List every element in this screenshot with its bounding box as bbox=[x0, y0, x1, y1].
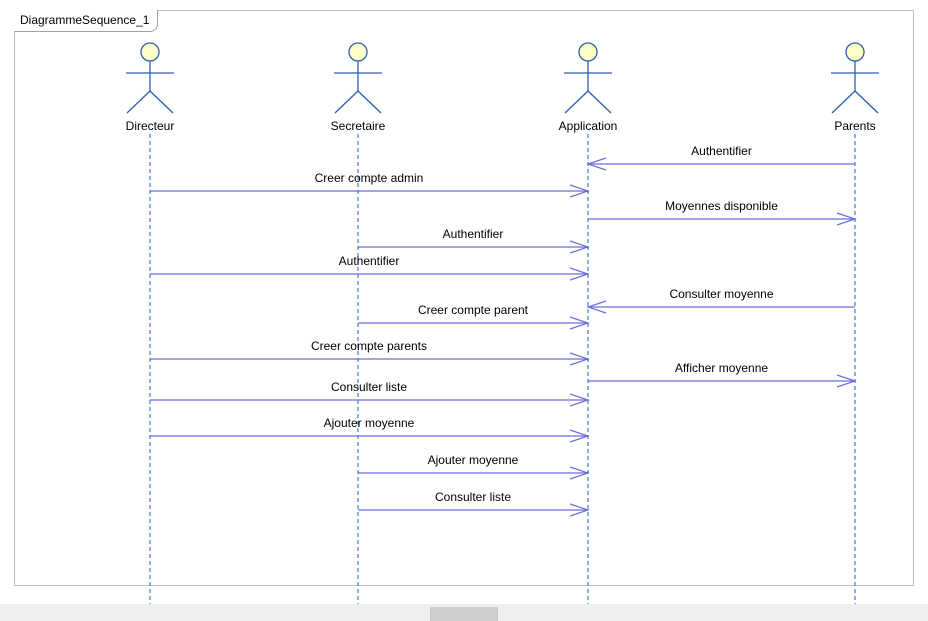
actor-leg-right-directeur bbox=[149, 90, 174, 114]
actor-name-directeur: Directeur bbox=[124, 119, 176, 133]
message-arrowhead bbox=[569, 267, 590, 281]
actor-leg-right-parents bbox=[854, 90, 879, 114]
actor-leg-right-application bbox=[587, 90, 612, 114]
scrollbar-thumb[interactable] bbox=[430, 607, 498, 621]
actor-name-secretaire: Secretaire bbox=[329, 119, 387, 133]
message-arrowhead bbox=[569, 393, 590, 407]
message-arrowhead bbox=[569, 466, 590, 480]
actor-head-application bbox=[578, 42, 598, 62]
diagram-title-tab: DiagrammeSequence_1 bbox=[14, 10, 159, 32]
actor-leg-right-secretaire bbox=[357, 90, 382, 114]
message-label: Consulter moyenne bbox=[669, 287, 774, 301]
actor-head-directeur bbox=[140, 42, 160, 62]
message-arrowhead bbox=[569, 503, 590, 517]
message-arrowhead bbox=[569, 240, 590, 254]
message-arrowhead bbox=[569, 429, 590, 443]
message-label: Creer compte parent bbox=[417, 303, 529, 317]
actor-leg-left-secretaire bbox=[334, 90, 359, 114]
message-label: Creer compte admin bbox=[314, 171, 424, 185]
message-arrowhead bbox=[569, 316, 590, 330]
message-label: Consulter liste bbox=[434, 490, 512, 504]
message-label: Consulter liste bbox=[330, 380, 408, 394]
message-label: Authentifier bbox=[691, 144, 752, 158]
actor-leg-left-parents bbox=[831, 90, 856, 114]
message-label: Creer compte parents bbox=[310, 339, 428, 353]
actor-head-secretaire bbox=[348, 42, 368, 62]
message-label: Moyennes disponible bbox=[665, 199, 778, 213]
diagram-frame bbox=[14, 10, 914, 586]
message-label: Ajouter moyenne bbox=[427, 453, 519, 467]
message-arrowhead bbox=[836, 212, 857, 226]
actor-leg-left-application bbox=[564, 90, 589, 114]
message-label: Ajouter moyenne bbox=[323, 416, 415, 430]
actor-name-parents: Parents bbox=[833, 119, 877, 133]
message-arrowhead bbox=[569, 352, 590, 366]
message-arrowhead bbox=[586, 300, 607, 314]
actor-name-application: Application bbox=[557, 119, 619, 133]
message-label: Afficher moyenne bbox=[674, 361, 769, 375]
diagram-title: DiagrammeSequence_1 bbox=[20, 13, 150, 27]
message-label: Authentifier bbox=[338, 254, 400, 268]
message-label: Authentifier bbox=[442, 227, 504, 241]
actor-head-parents bbox=[845, 42, 865, 62]
message-arrowhead bbox=[569, 184, 590, 198]
message-arrowhead bbox=[586, 157, 607, 171]
actor-leg-left-directeur bbox=[126, 90, 151, 114]
message-arrowhead bbox=[836, 374, 857, 388]
